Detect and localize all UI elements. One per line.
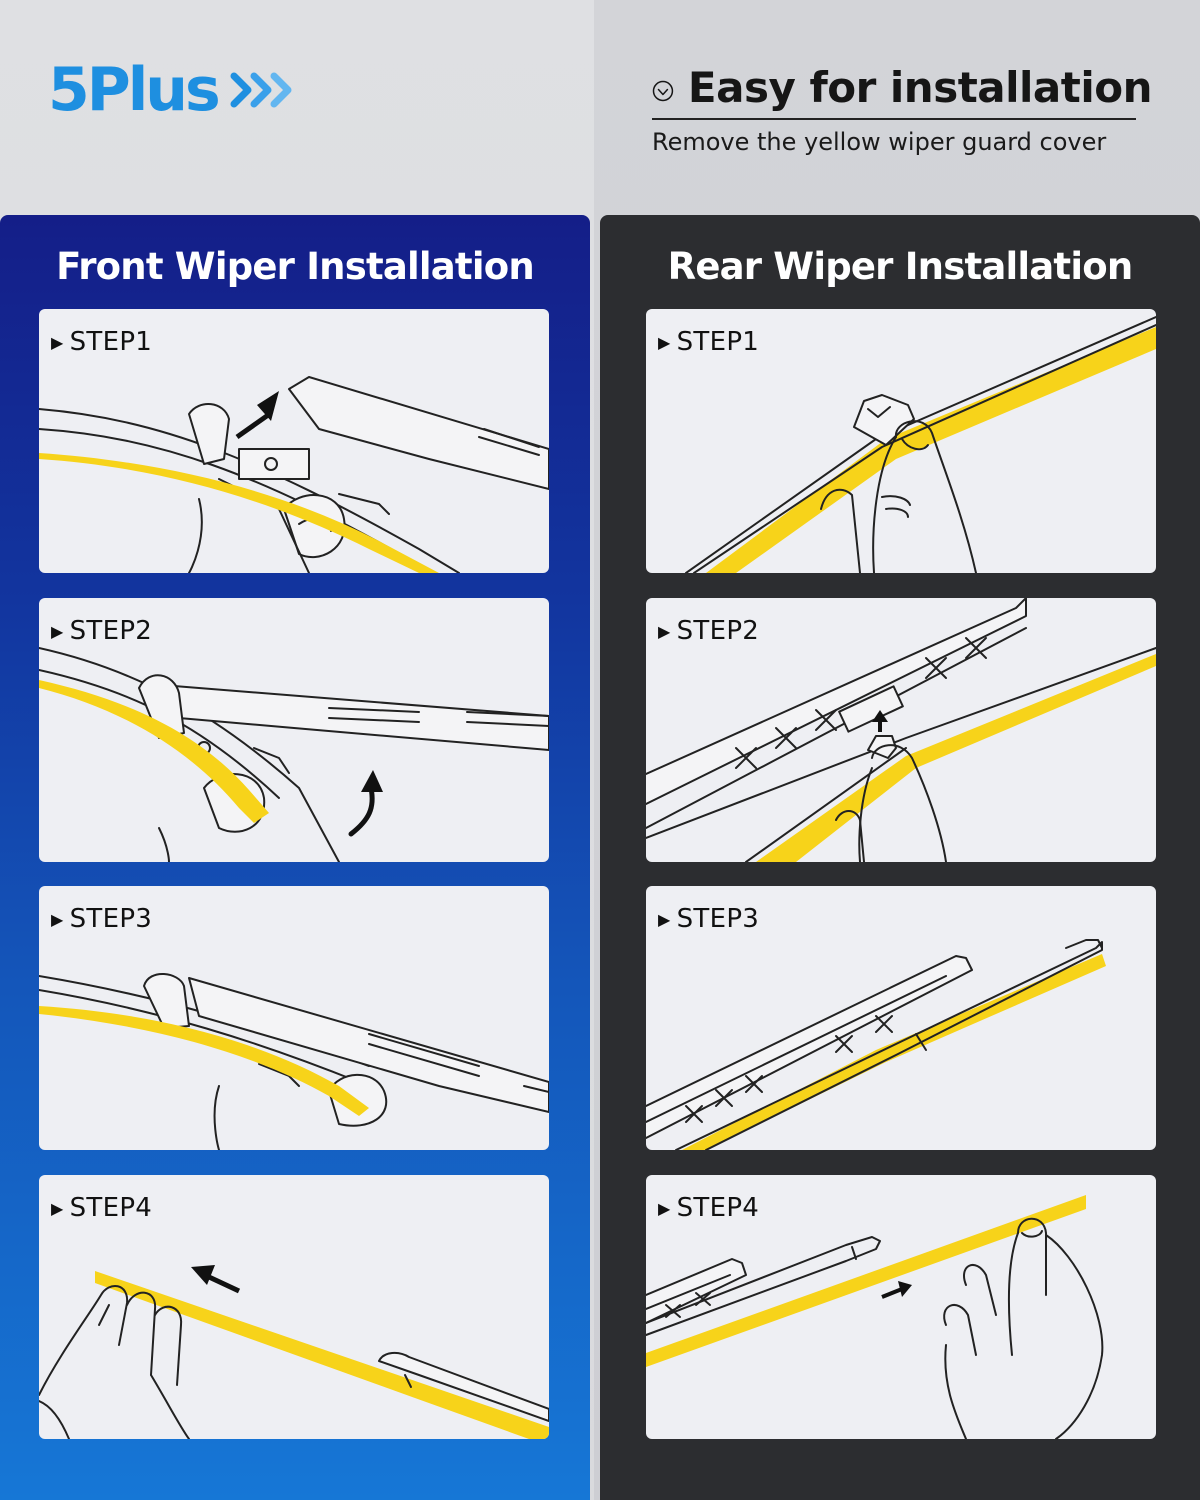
front-step-2-card: ▶STEP2: [39, 598, 549, 862]
rear-step-4-label: ▶STEP4: [658, 1193, 760, 1223]
rear-panel-title: Rear Wiper Installation: [667, 245, 1134, 288]
tagline-divider: [652, 118, 1136, 120]
tagline-subtitle: Remove the yellow wiper guard cover: [652, 128, 1107, 156]
rear-step-1-label: ▶STEP1: [658, 327, 760, 357]
rear-step-2-illustration: [646, 598, 1156, 862]
pull-left-arrow-icon: [191, 1265, 241, 1294]
front-step-4-illustration: [39, 1265, 549, 1439]
brand-logo: 5Plus: [48, 55, 298, 125]
front-step-3-label: ▶STEP3: [51, 904, 153, 934]
tagline: Easy for installation Remove the yellow …: [652, 58, 1153, 156]
rear-step-3-card: ▶STEP3: [646, 886, 1156, 1150]
rear-step-1-illustration: [685, 316, 1156, 573]
rear-step-4-card: ▶STEP4: [646, 1175, 1156, 1439]
push-arrow-icon: [235, 391, 279, 440]
triple-chevron-right-icon: [230, 72, 292, 108]
brand-name: 5Plus: [48, 55, 221, 125]
rear-step-1-card: ▶STEP1: [646, 309, 1156, 573]
rear-step-2-card: ▶STEP2: [646, 598, 1156, 862]
front-step-3-card: ▶STEP3: [39, 886, 549, 1150]
rear-step-3-label: ▶STEP3: [658, 904, 760, 934]
front-step-4-card: ▶STEP4: [39, 1175, 549, 1439]
rotate-up-arrow-icon: [348, 770, 383, 837]
front-step-1-illustration: [39, 376, 549, 573]
front-wiper-panel: Front Wiper Installation: [0, 215, 590, 1500]
rear-step-3-illustration: [646, 939, 1106, 1150]
rear-step-4-illustration: [646, 1195, 1104, 1439]
front-step-3-illustration: [39, 973, 549, 1150]
circle-check-icon: [652, 80, 674, 102]
rear-wiper-panel: Rear Wiper Installation ▶STEP1: [600, 215, 1200, 1500]
front-step-2-illustration: [39, 647, 549, 862]
front-panel-title: Front Wiper Installation: [56, 245, 535, 288]
tagline-title: Easy for installation: [687, 62, 1153, 112]
front-step-1-label: ▶STEP1: [51, 327, 153, 357]
pull-right-arrow-icon: [881, 1281, 912, 1299]
front-step-2-label: ▶STEP2: [51, 616, 153, 646]
front-step-1-card: ▶STEP1: [39, 309, 549, 573]
push-up-arrow-icon: [872, 710, 888, 732]
front-step-4-label: ▶STEP4: [51, 1193, 153, 1223]
rear-step-2-label: ▶STEP2: [658, 616, 760, 646]
